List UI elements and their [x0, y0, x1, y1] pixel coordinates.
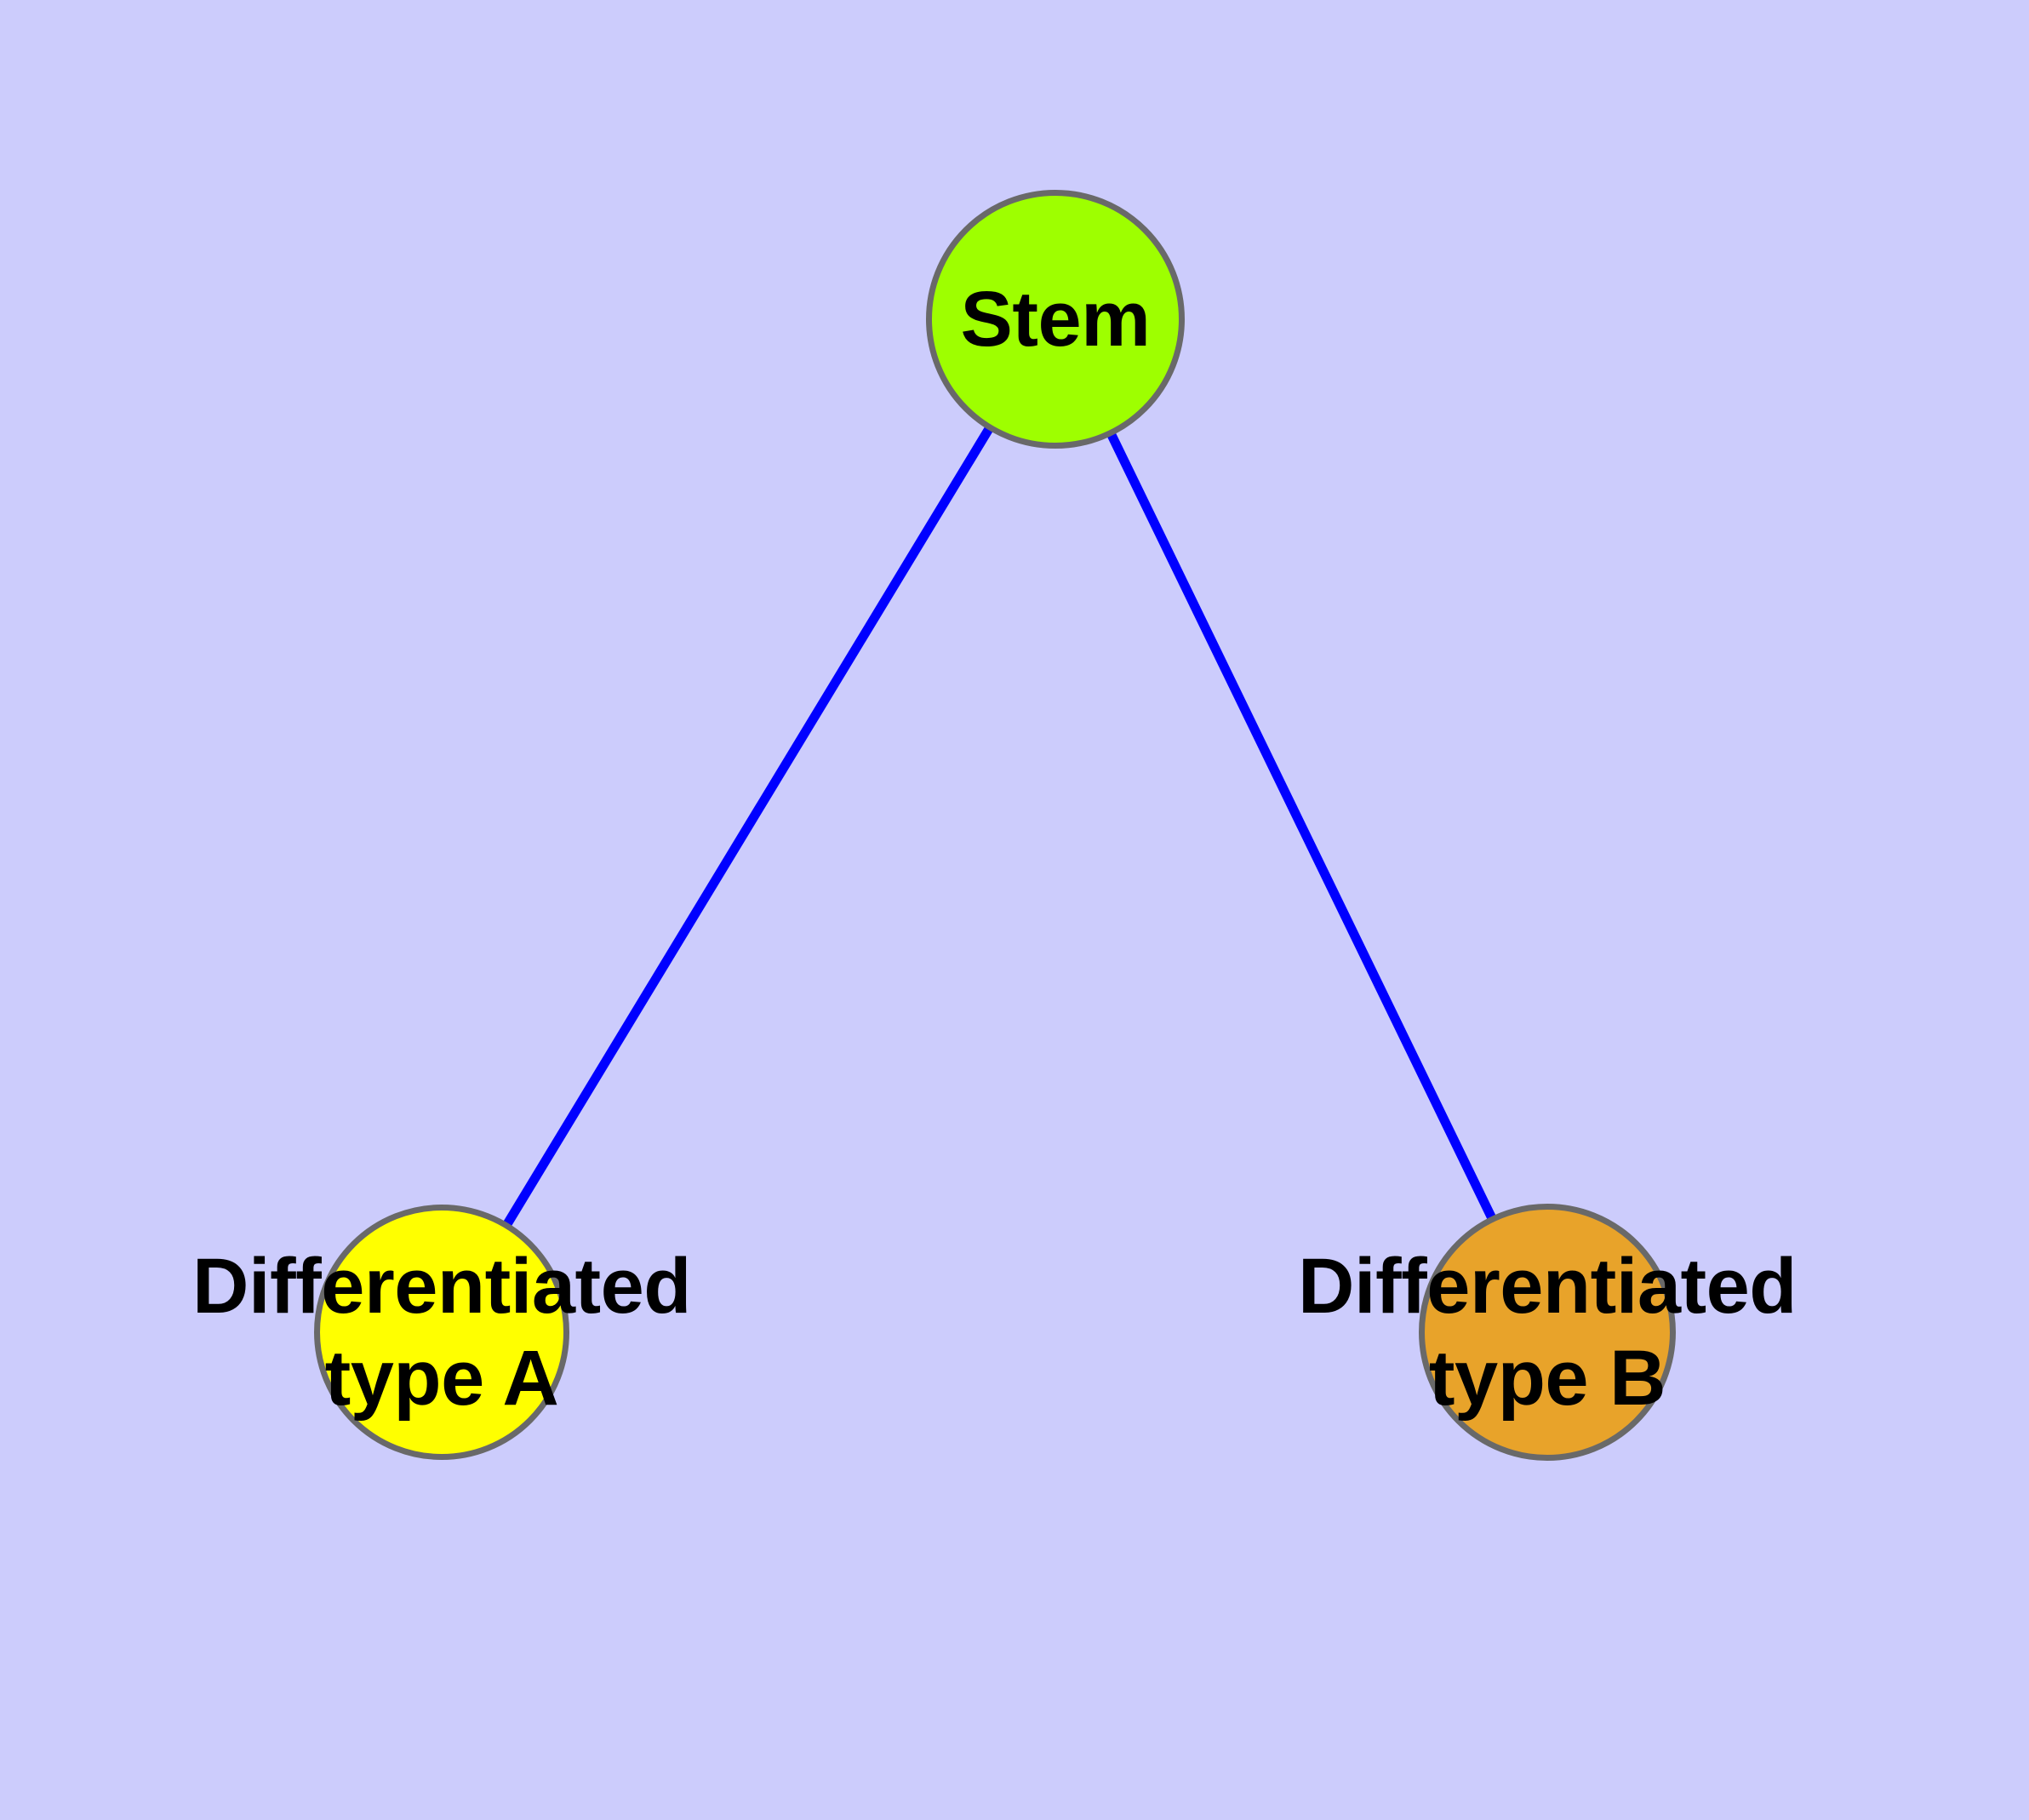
- node-differentiated-type-a[interactable]: [314, 1205, 569, 1460]
- node-label-differentiated-type-b: Differentiated type B: [1298, 1242, 1797, 1422]
- node-label-differentiated-type-a: Differentiated type A: [192, 1242, 691, 1422]
- node-stem[interactable]: [926, 190, 1185, 449]
- node-label-stem: Stem: [960, 275, 1151, 363]
- edge-stem-to-diff-b: [1051, 317, 1552, 1335]
- edge-stem-to-diff-a: [437, 317, 1060, 1335]
- node-differentiated-type-b[interactable]: [1419, 1204, 1676, 1461]
